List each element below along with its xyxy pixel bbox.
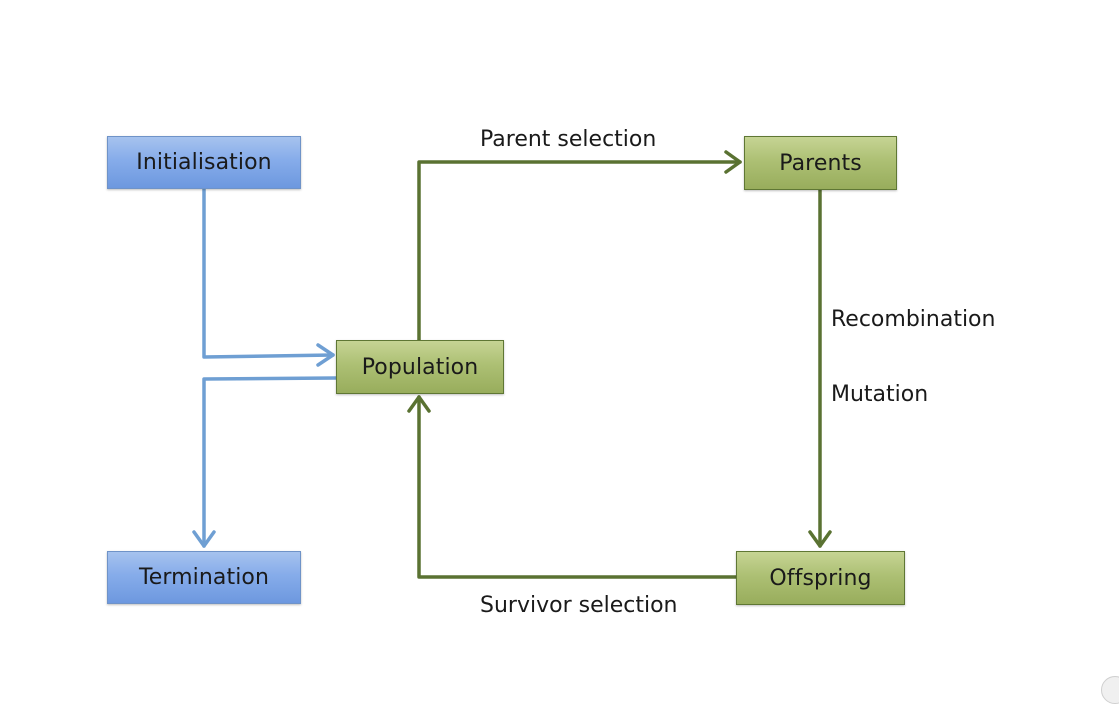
node-parents-label: Parents — [779, 150, 862, 176]
node-population-label: Population — [361, 354, 479, 380]
arrowhead-parents-to-offspring — [808, 530, 832, 548]
node-termination: Termination — [107, 551, 301, 604]
edge-label-survivor-selection: Survivor selection — [480, 593, 678, 618]
arrowhead-offspring-to-population — [407, 395, 431, 413]
node-termination-label: Termination — [138, 565, 270, 590]
arrowhead-population-to-parents — [724, 150, 742, 174]
node-population: Population — [336, 340, 504, 394]
node-parents: Parents — [744, 136, 897, 190]
node-initialisation-label: Initialisation — [136, 150, 272, 175]
arrowhead-initialisation-to-population — [316, 343, 335, 367]
edge-label-recombination: Recombination — [831, 307, 996, 332]
edge-label-parent-selection: Parent selection — [480, 127, 657, 152]
edge-label-mutation: Mutation — [831, 382, 929, 407]
edge-population-to-parents — [417, 160, 742, 342]
node-offspring-label: Offspring — [769, 565, 872, 591]
edge-offspring-to-population — [417, 395, 738, 579]
node-initialisation: Initialisation — [107, 136, 301, 189]
edge-initialisation-to-population — [202, 187, 335, 359]
node-offspring: Offspring — [736, 551, 905, 605]
corner-control-icon[interactable] — [1101, 676, 1119, 704]
arrowhead-population-to-termination — [192, 530, 216, 548]
edge-population-to-termination — [202, 376, 338, 548]
